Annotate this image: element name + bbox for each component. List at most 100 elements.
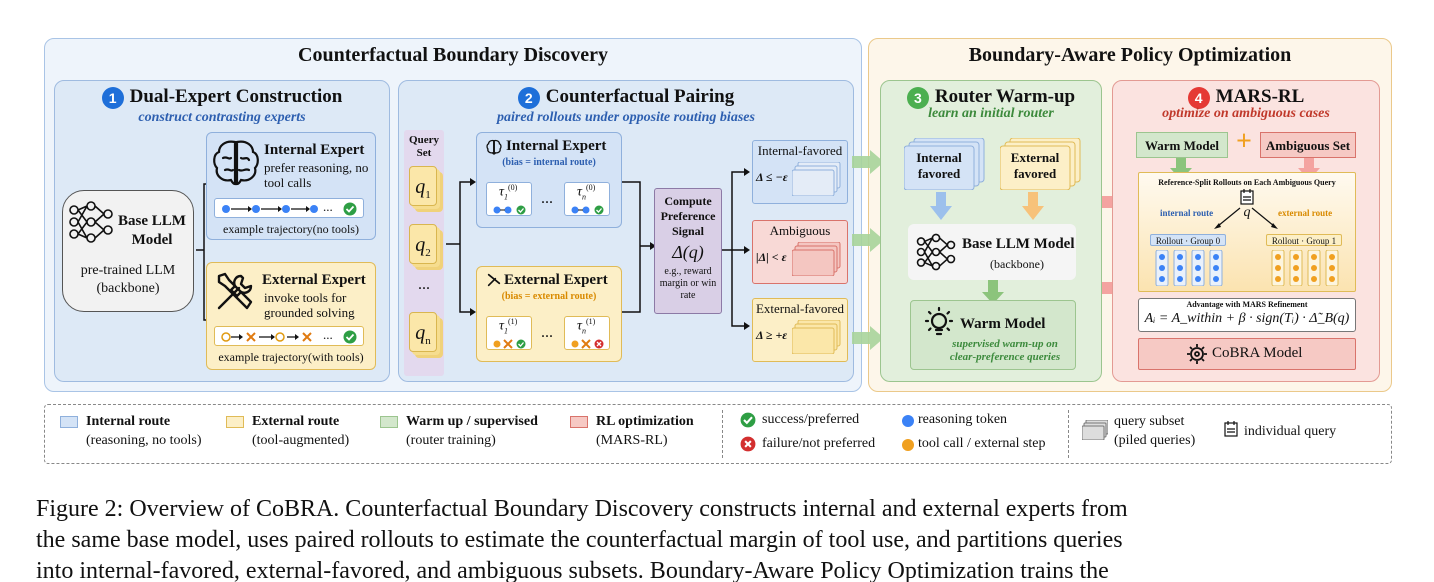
brain-icon: [213, 140, 259, 186]
pairing-external-bias: (bias = external route): [501, 291, 597, 302]
brain-gear-icon: [1187, 344, 1207, 364]
query-card-2: q2: [409, 224, 437, 264]
query-1-label: q: [415, 176, 426, 198]
cobra-model-label: CoBRA Model: [1212, 345, 1303, 361]
step4-number: 4: [1187, 86, 1210, 109]
external-rollout-ellipsis: ...: [541, 324, 553, 341]
legend-external-route-desc: (tool-augmented): [252, 433, 350, 448]
query-n-label: q: [415, 322, 426, 344]
step2-title: Counterfactual Pairing: [545, 86, 735, 107]
query-1-sub: 1: [425, 189, 431, 201]
reasoning-token-chain-icon: [493, 205, 526, 215]
query-n-sub: n: [425, 335, 431, 347]
internal-trajectory-ellipsis: ...: [323, 199, 333, 214]
external-expert-title: External Expert: [262, 272, 366, 288]
step1-number: 1: [101, 86, 124, 109]
legend-failure: failure/not preferred: [762, 436, 876, 451]
step1-title: Dual-Expert Construction: [129, 86, 343, 107]
external-favored-stack-icon: [1000, 138, 1081, 190]
reasoning-token-chain-icon: [571, 205, 604, 215]
external-trajectory: ...: [214, 326, 364, 346]
ambiguous-condition: |Δ| < ε: [756, 250, 787, 264]
pairing-external-title: External Expert: [504, 272, 608, 288]
query-split-arrows: [1214, 207, 1278, 229]
legend-rl-desc: (MARS-RL): [596, 433, 668, 448]
right-section-title: Boundary-Aware Policy Optimization: [968, 44, 1292, 66]
brain-icon: [486, 139, 502, 155]
step1-subtitle: construct contrasting experts: [138, 110, 306, 125]
advantage-formula: Aᵢ = A_within + β · sign(Tᵢ) · Δ̃_B(q): [1144, 311, 1350, 326]
step3-base-title: Base LLM Model: [962, 236, 1075, 252]
step3-warm-desc: supervised warm-up on clear-preference q…: [949, 338, 1061, 363]
success-check-icon: [343, 330, 357, 344]
external-rollout-n: τn(1): [564, 316, 610, 350]
step3-warm-title: Warm Model: [960, 316, 1046, 332]
legend-tool-call: tool call / external step: [918, 436, 1046, 451]
compute-preference-signal-box: [654, 188, 722, 314]
query-2-sub: 2: [425, 247, 431, 259]
ambiguous-label: Ambiguous: [769, 223, 831, 238]
external-expert-desc: invoke tools for grounded solving: [264, 290, 355, 320]
individual-query-icon: [1224, 421, 1238, 437]
success-check-icon: [343, 202, 357, 216]
internal-rollout-ellipsis: ...: [541, 190, 553, 207]
tool-call-chain-icon: [493, 339, 526, 349]
step3-subtitle: learn an initial router: [928, 106, 1054, 121]
legend-divider-2: [1068, 410, 1069, 458]
step3-internal-favored: Internal favored: [916, 150, 962, 181]
tools-icon: [217, 272, 253, 310]
query-set-label: Query Set: [409, 134, 439, 159]
individual-query-icon: [1240, 189, 1254, 205]
group-0-rollouts-icon: [1155, 250, 1223, 286]
neural-network-icon: [69, 201, 113, 243]
external-rollout-1-tau: τ1(1): [499, 317, 518, 336]
external-rollout-n-tau: τn(1): [577, 317, 596, 336]
legend-internal-route: Internal route: [86, 414, 171, 429]
step3-base-llm-box: [908, 224, 1076, 280]
legend-query-subset: query subset: [1114, 414, 1185, 429]
pairing-internal-title: Internal Expert: [506, 138, 607, 154]
caption-line-2: the same base model, uses paired rollout…: [36, 527, 1123, 553]
query-ellipsis: ...: [418, 276, 430, 293]
step4-warm-model: Warm Model: [1136, 132, 1228, 158]
rollouts-internal-route: internal route: [1160, 208, 1214, 218]
external-trajectory-ellipsis: ...: [323, 327, 333, 342]
internal-favored-label: Internal-favored: [757, 143, 843, 158]
internal-expert-desc: prefer reasoning, no tool calls: [264, 160, 369, 190]
tools-icon: [487, 273, 501, 287]
external-favored-condition: Δ ≥ +ε: [756, 328, 788, 342]
query-pile-icon: [792, 320, 841, 354]
legend-rl-swatch: [570, 416, 588, 428]
caption-line-3: into internal-favored, external-favored,…: [36, 558, 1109, 582]
group-1-rollouts-icon: [1271, 250, 1339, 286]
step3-title: Router Warm-up: [934, 86, 1076, 107]
internal-expert-title: Internal Expert: [264, 142, 365, 158]
success-check-icon: [740, 412, 756, 428]
step2-subtitle: paired rollouts under opposite routing b…: [497, 110, 755, 125]
internal-rollout-n: τn(0): [564, 182, 610, 216]
rollout-group-0: Rollout · Group 0: [1150, 234, 1226, 246]
rollouts-external-route: external route: [1278, 208, 1333, 218]
cobra-model-box: [1138, 338, 1356, 370]
signal-title: Compute Preference Signal: [660, 194, 716, 238]
experts-to-signal-arrows: [622, 181, 656, 313]
tool-call-chain-icon: [221, 332, 312, 342]
base-llm-desc: pre-trained LLM (backbone): [80, 263, 176, 296]
favored-to-base-arrows: [930, 192, 1044, 220]
external-trajectory-caption: example trajectory(with tools): [218, 350, 364, 364]
step2-number: 2: [517, 86, 540, 109]
legend-warmup: Warm up / supervised: [406, 414, 538, 429]
internal-rollout-1-tau: τ1(0): [499, 183, 518, 202]
signal-note: e.g., reward margin or win rate: [659, 266, 717, 301]
internal-trajectory-caption: example trajectory(no tools): [223, 222, 359, 236]
internal-favored-stack-icon: [904, 138, 985, 190]
legend-warmup-desc: (router training): [406, 433, 496, 448]
step4-ambiguous-set: Ambiguous Set: [1260, 132, 1356, 158]
reasoning-token-icon: [902, 415, 914, 427]
query-2-label: q: [415, 234, 426, 256]
query-card-n: qn: [409, 312, 437, 352]
internal-rollout-n-tau: τn(0): [577, 183, 596, 202]
rollouts-title: Reference-Split Rollouts on Each Ambiguo…: [1158, 178, 1336, 187]
pairing-internal-bias: (bias = internal route): [502, 157, 596, 168]
